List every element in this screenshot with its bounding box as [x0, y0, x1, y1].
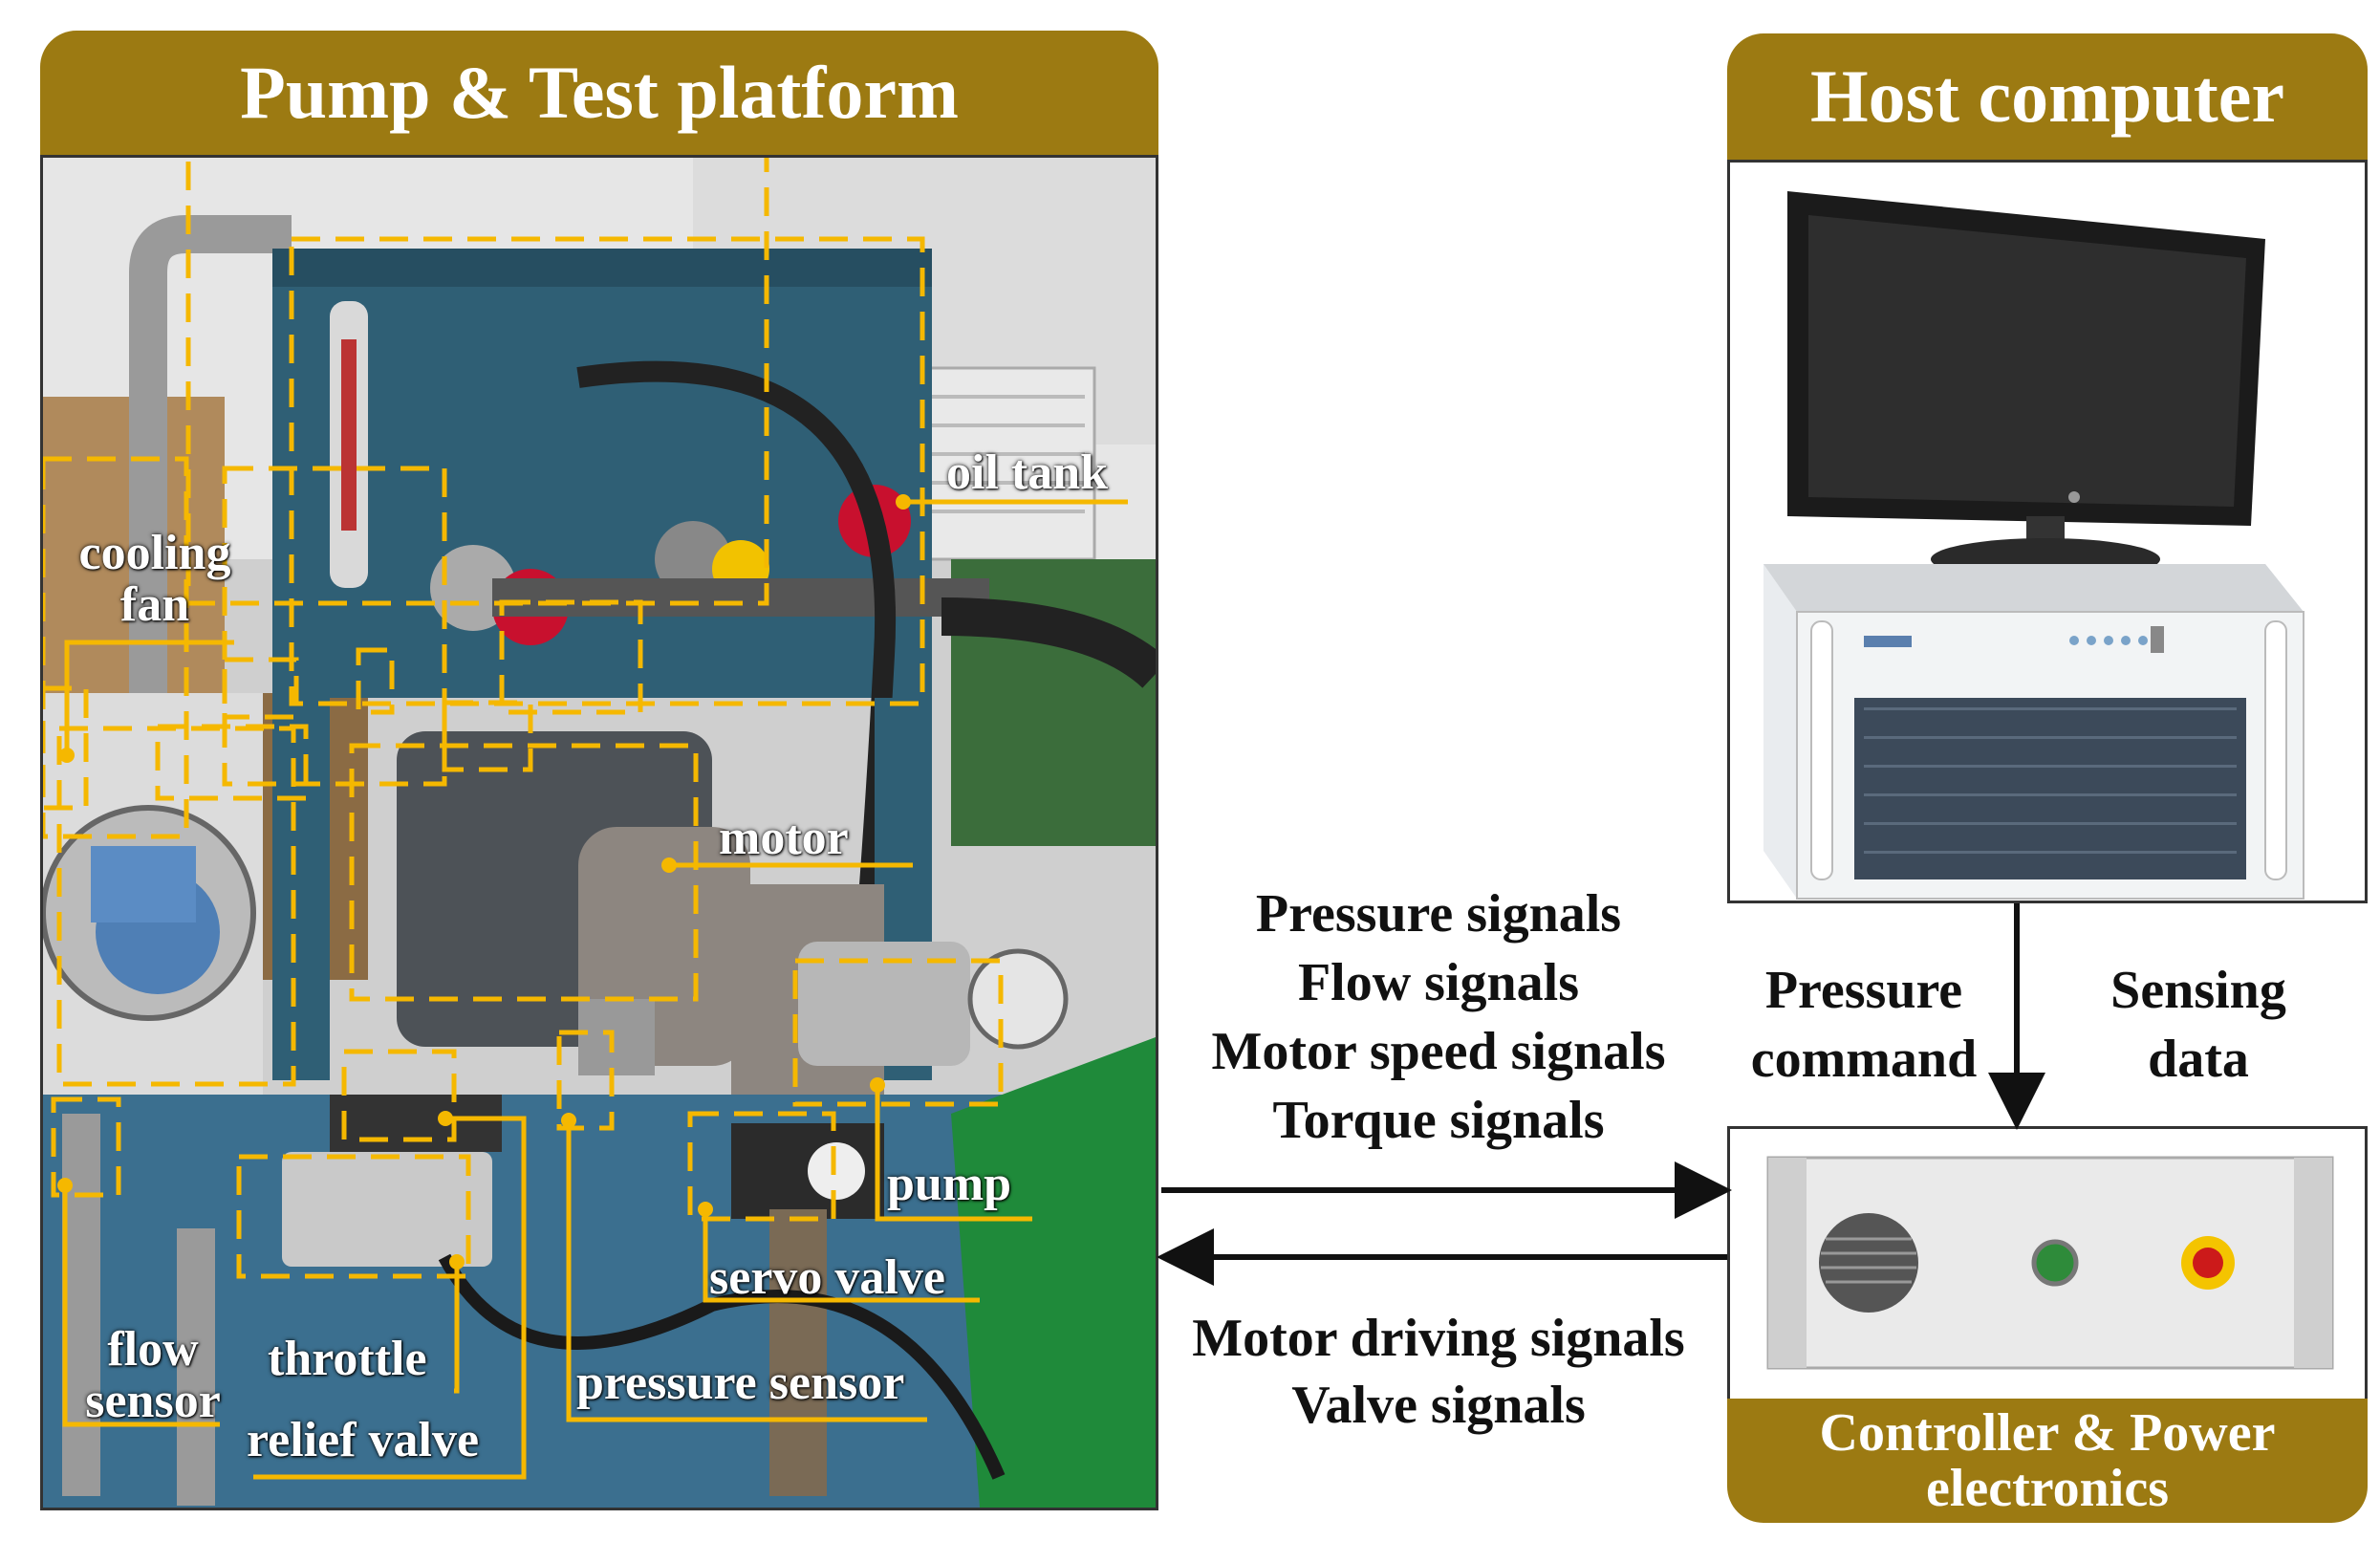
label-relief-valve: relief valve — [247, 1413, 480, 1467]
pump-platform-title: Pump & Test platform — [40, 31, 1158, 155]
signal-flow: Flow signals — [1297, 953, 1580, 1012]
controller-box — [1727, 1126, 2368, 1399]
label-throttle: throttle — [268, 1332, 427, 1386]
test-platform-photo — [40, 155, 1158, 1510]
host-computer-title: Host computer — [1727, 33, 2368, 160]
label-motor: motor — [719, 811, 849, 865]
signal-motor-driving: Motor driving signals — [1192, 1309, 1685, 1368]
signal-pressure: Pressure signals — [1255, 884, 1622, 944]
signals-to-controller: Pressure signals Flow signals Motor spee… — [1176, 879, 1701, 1155]
controller-illustration — [1766, 1156, 2334, 1370]
label-pump: pump — [887, 1157, 1012, 1211]
host-computer-title-text: Host computer — [1809, 54, 2285, 138]
label-servo-valve: servo valve — [709, 1250, 945, 1305]
signals-to-platform: Motor driving signals Valve signals — [1176, 1305, 1701, 1439]
controller-title: Controller & Power electronics — [1727, 1399, 2368, 1523]
leader-lines — [62, 499, 1128, 1480]
leader-dots — [57, 494, 911, 1270]
label-flow-sensor: flow sensor — [85, 1322, 221, 1428]
test-platform-illustration — [43, 158, 1156, 1508]
controller-title-text: Controller & Power electronics — [1819, 1403, 2276, 1518]
host-computer-illustration — [1763, 191, 2304, 900]
host-computer-box — [1727, 160, 2368, 903]
sensing-data-label: Sensing data — [2110, 961, 2286, 1089]
pump-platform-title-text: Pump & Test platform — [240, 51, 959, 134]
signal-motor-speed: Motor speed signals — [1211, 1022, 1666, 1081]
signal-torque: Torque signals — [1272, 1091, 1605, 1150]
dashed-regions — [51, 236, 1004, 1279]
label-cooling-fan: cooling fan — [78, 526, 231, 632]
label-pressure-sensor: pressure sensor — [576, 1356, 905, 1410]
label-oil-tank: oil tank — [946, 445, 1109, 500]
pressure-command-label: Pressure command — [1750, 961, 1978, 1089]
signal-valve: Valve signals — [1291, 1376, 1586, 1435]
